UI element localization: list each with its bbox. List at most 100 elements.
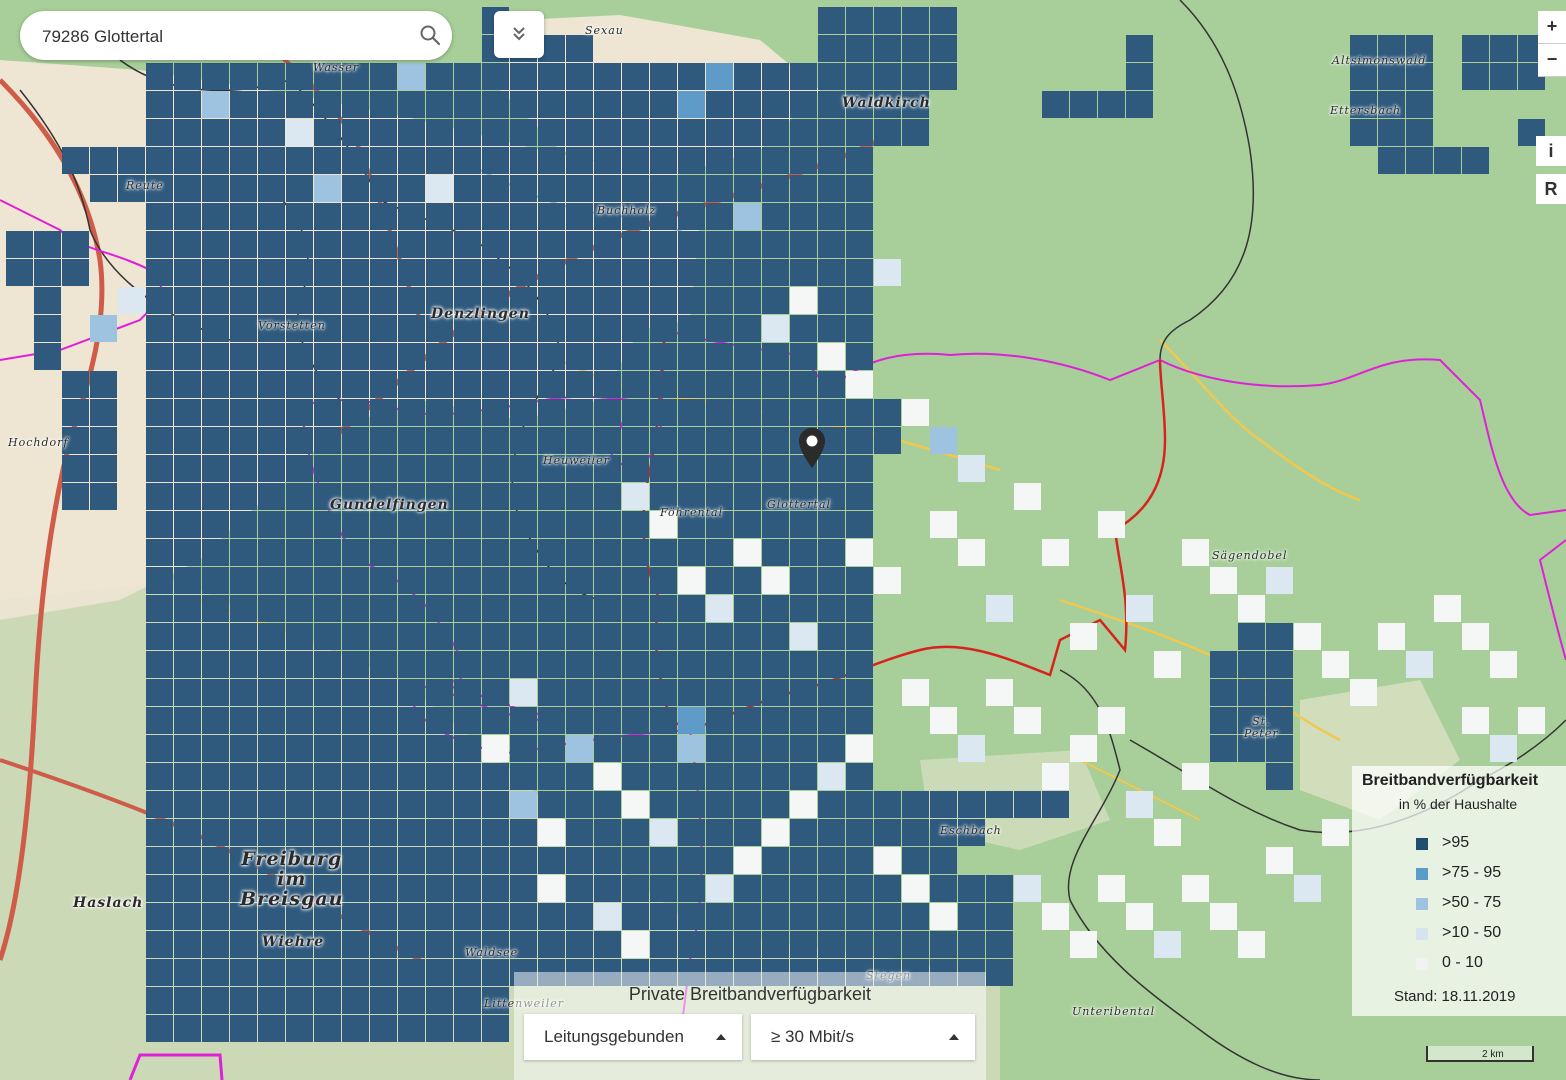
coverage-cell: [398, 903, 425, 930]
info-button[interactable]: i: [1536, 136, 1566, 166]
search-icon[interactable]: [418, 23, 442, 47]
coverage-cell: [370, 119, 397, 146]
coverage-cell: [370, 791, 397, 818]
coverage-cell: [594, 875, 621, 902]
coverage-cell: [650, 707, 677, 734]
coverage-cell: [538, 483, 565, 510]
coverage-cell: [230, 63, 257, 90]
coverage-cell: [202, 63, 229, 90]
coverage-cell: [174, 343, 201, 370]
coverage-cell: [286, 1015, 313, 1042]
speed-value: ≥ 30 Mbit/s: [771, 1027, 855, 1046]
coverage-cell: [398, 259, 425, 286]
coverage-cell: [1350, 91, 1377, 118]
coverage-cell: [594, 175, 621, 202]
coverage-cell: [314, 1015, 341, 1042]
coverage-cell: [426, 483, 453, 510]
coverage-cell: [146, 427, 173, 454]
coverage-cell: [678, 63, 705, 90]
place-label-eschbach: Eschbach: [940, 824, 1002, 837]
coverage-cell: [1322, 819, 1349, 846]
coverage-cell: [370, 511, 397, 538]
coverage-cell: [846, 819, 873, 846]
coverage-cell: [706, 231, 733, 258]
coverage-cell: [454, 511, 481, 538]
coverage-cell: [622, 819, 649, 846]
coverage-cell: [62, 231, 89, 258]
coverage-cell: [622, 651, 649, 678]
coverage-cell: [706, 763, 733, 790]
coverage-cell: [202, 91, 229, 118]
coverage-cell: [174, 119, 201, 146]
coverage-cell: [734, 147, 761, 174]
coverage-cell: [510, 819, 537, 846]
coverage-cell: [342, 707, 369, 734]
coverage-cell: [454, 651, 481, 678]
coverage-cell: [678, 595, 705, 622]
coverage-cell: [258, 959, 285, 986]
coverage-cell: [230, 651, 257, 678]
coverage-cell: [314, 763, 341, 790]
caret-up-icon: [716, 1034, 726, 1040]
coverage-cell: [482, 315, 509, 342]
coverage-cell: [678, 679, 705, 706]
coverage-cell: [286, 119, 313, 146]
coverage-cell: [538, 539, 565, 566]
speed-dropdown[interactable]: ≥ 30 Mbit/s: [751, 1014, 975, 1060]
coverage-cell: [230, 315, 257, 342]
coverage-cell: [342, 679, 369, 706]
coverage-cell: [650, 875, 677, 902]
coverage-cell: [790, 791, 817, 818]
place-label-glottertal: Glottertal: [767, 498, 832, 511]
coverage-cell: [370, 903, 397, 930]
coverage-cell: [930, 819, 957, 846]
legend-subtitle: in % der Haushalte: [1398, 796, 1518, 812]
coverage-cell: [846, 315, 873, 342]
location-pin-icon[interactable]: [797, 427, 827, 469]
technology-dropdown[interactable]: Leitungsgebunden: [524, 1014, 742, 1060]
search-input[interactable]: [40, 11, 414, 62]
coverage-cell: [538, 343, 565, 370]
coverage-cell: [510, 903, 537, 930]
coverage-cell: [174, 1015, 201, 1042]
coverage-cell: [734, 595, 761, 622]
coverage-cell: [1126, 35, 1153, 62]
coverage-cell: [958, 903, 985, 930]
coverage-cell: [762, 343, 789, 370]
coverage-cell: [258, 651, 285, 678]
zoom-in-button[interactable]: +: [1538, 11, 1566, 44]
coverage-cell: [286, 819, 313, 846]
double-chevron-down-icon: [513, 27, 525, 41]
coverage-cell: [958, 735, 985, 762]
coverage-cell: [566, 91, 593, 118]
coverage-cell: [454, 1015, 481, 1042]
coverage-cell: [874, 7, 901, 34]
coverage-cell: [174, 287, 201, 314]
coverage-cell: [818, 763, 845, 790]
coverage-cell: [1238, 931, 1265, 958]
coverage-cell: [398, 763, 425, 790]
coverage-cell: [314, 791, 341, 818]
zoom-out-button[interactable]: −: [1538, 44, 1566, 77]
r-button[interactable]: R: [1536, 174, 1566, 204]
coverage-cell: [1462, 63, 1489, 90]
expand-options-button[interactable]: [494, 11, 544, 58]
coverage-cell: [650, 91, 677, 118]
coverage-cell: [650, 595, 677, 622]
coverage-cell: [818, 287, 845, 314]
coverage-cell: [1238, 679, 1265, 706]
coverage-cell: [538, 511, 565, 538]
coverage-cell: [258, 147, 285, 174]
coverage-cell: [566, 931, 593, 958]
coverage-cell: [846, 735, 873, 762]
coverage-cell: [678, 903, 705, 930]
place-label-waldkirch: Waldkirch: [842, 95, 931, 111]
coverage-cell: [370, 147, 397, 174]
coverage-cell: [874, 427, 901, 454]
coverage-cell: [482, 63, 509, 90]
coverage-cell: [286, 903, 313, 930]
coverage-cell: [258, 399, 285, 426]
coverage-cell: [1238, 623, 1265, 650]
coverage-cell: [1378, 35, 1405, 62]
